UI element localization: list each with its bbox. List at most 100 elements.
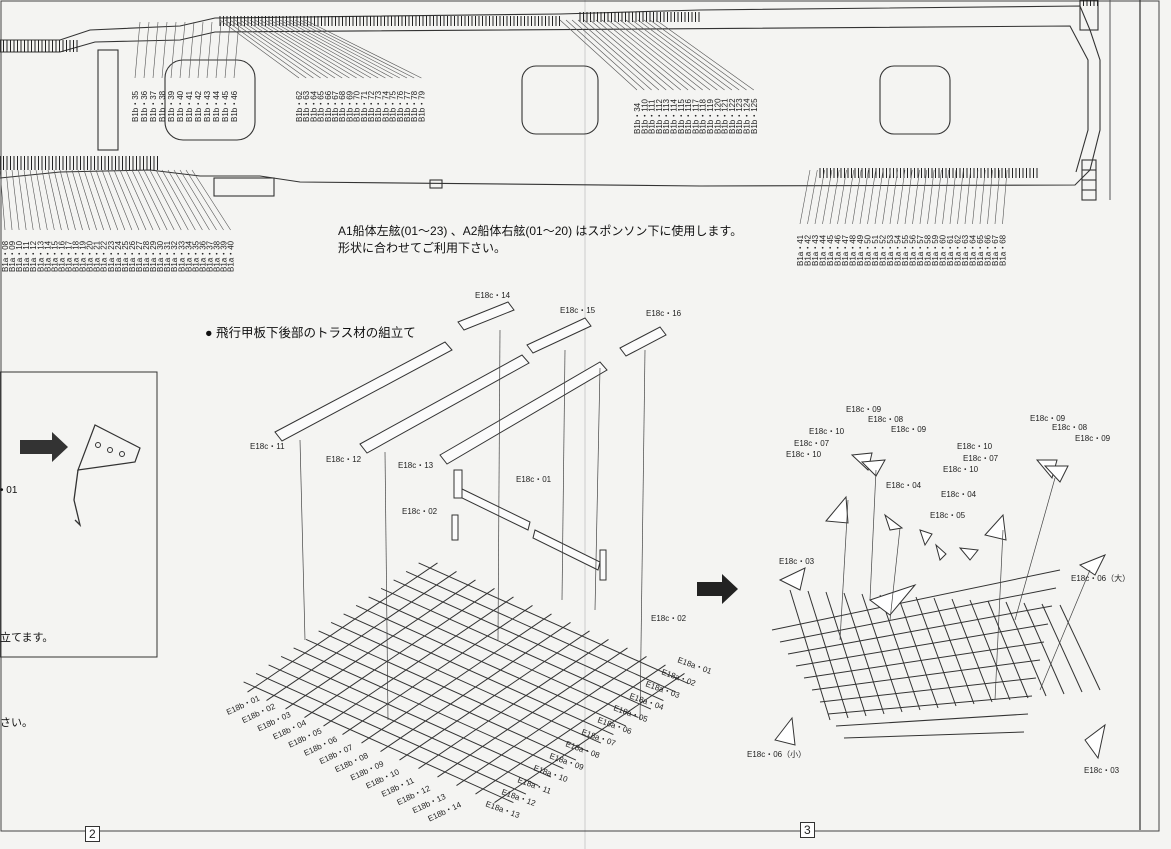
part-label: B1a・26: [128, 240, 137, 272]
part-label: B1b・114: [670, 98, 679, 134]
part-label: B1a・58: [924, 234, 933, 266]
sponson-note-line1: A1船体左舷(01～23) 、A2船体右舷(01～20) はスポンソン下に使用し…: [338, 224, 743, 238]
b1a-label-group-2: B1a・41B1a・42B1a・43B1a・44B1a・45B1a・46B1a・…: [796, 169, 1008, 266]
part-label: B1a・68: [999, 234, 1008, 266]
part-label: E18c・11: [250, 442, 285, 451]
part-label: B1b・68: [338, 90, 347, 122]
part-label: B1a・51: [871, 234, 880, 266]
part-label: E18c・03: [1084, 766, 1120, 775]
part-label: B1a・13: [36, 240, 45, 272]
part-label: B1b・39: [167, 90, 176, 122]
part-label: B1a・39: [220, 240, 229, 272]
part-label: B1a・16: [57, 240, 66, 272]
part-label: B1b・78: [410, 90, 419, 122]
part-label: B1b・116: [684, 98, 693, 134]
part-label: B1b・65: [317, 90, 326, 122]
part-label: B1b・122: [728, 98, 737, 134]
part-label: B1a・55: [901, 234, 910, 266]
b1b-label-group-3: B1b・34B1b・110B1b・111B1b・112B1b・113B1b・11…: [559, 19, 759, 134]
part-label: B1a・11: [22, 241, 31, 272]
arrow-right-icon: [697, 574, 738, 604]
part-label: E18c・07: [963, 454, 999, 463]
part-label: B1a・34: [184, 240, 193, 272]
part-label: B1a・09: [8, 240, 17, 272]
part-label: B1b・79: [417, 90, 426, 122]
inset-detail-box: [0, 371, 158, 658]
part-label: B1a・52: [879, 234, 888, 266]
left-text-fragment-2: さい。: [0, 717, 33, 729]
part-label: B1a・44: [819, 234, 828, 266]
part-label: E18c・09: [1075, 434, 1111, 443]
sponson-note: A1船体左舷(01～23) 、A2船体右舷(01～20) はスポンソン下に使用し…: [338, 223, 742, 257]
part-label: B1b・42: [194, 90, 203, 122]
part-label: B1a・37: [205, 240, 214, 272]
part-label: B1b・71: [360, 90, 369, 122]
part-label: B1b・35: [131, 90, 140, 122]
part-label: E18a・13: [484, 799, 521, 820]
part-label: B1a・61: [946, 234, 955, 266]
part-label: E18c・02: [651, 614, 687, 623]
part-label: B1a・53: [886, 234, 895, 266]
truss-parts-left: [274, 301, 667, 581]
part-label: B1a・20: [86, 240, 95, 272]
part-label: B1a・25: [121, 240, 130, 272]
part-label: E18c・16: [646, 309, 682, 318]
leader-lines-left: [299, 329, 646, 721]
part-label: B1a・42: [804, 234, 813, 266]
part-label: E18c・10: [943, 465, 979, 474]
part-label: B1a・47: [841, 234, 850, 266]
part-label: E18c・07: [794, 439, 830, 448]
part-label: B1a・18: [72, 240, 81, 272]
part-label: B1a・49: [856, 234, 865, 266]
part-label: E18c・04: [886, 481, 922, 490]
part-label: B1a・66: [984, 234, 993, 266]
b1b-label-group-2: B1b・62B1b・63B1b・64B1b・65B1b・66B1b・67B1b・…: [219, 19, 426, 122]
part-label: B1b・73: [374, 90, 383, 122]
part-label: E18c・15: [560, 306, 596, 315]
truss-grid-right: [771, 569, 1101, 739]
part-label: B1b・41: [185, 90, 194, 122]
part-label: B1b・44: [212, 90, 221, 122]
part-label: B1a・21: [93, 240, 102, 272]
part-label: B1a・35: [191, 240, 200, 272]
b1a-label-group-1: B1a・08B1a・09B1a・10B1a・11B1a・12B1a・13B1a・…: [0, 169, 236, 272]
part-label: B1b・70: [353, 90, 362, 122]
part-label: B1b・125: [750, 98, 759, 134]
part-label: B1b・37: [149, 90, 158, 122]
part-label: B1a・14: [43, 240, 52, 272]
page-number-right: 3: [800, 822, 815, 838]
part-label: B1a・56: [909, 234, 918, 266]
part-label: B1a・29: [149, 240, 158, 272]
part-label: E18c・06（大）: [1071, 573, 1130, 583]
part-label: B1b・69: [345, 90, 354, 122]
part-label: B1a・54: [894, 234, 903, 266]
part-label: B1b・113: [662, 98, 671, 134]
part-label: B1b・118: [699, 98, 708, 134]
part-label: B1a・32: [170, 240, 179, 272]
part-label: B1a・40: [227, 240, 236, 272]
part-label: E18c・08: [1052, 423, 1088, 432]
part-label: B1b・119: [706, 98, 715, 134]
part-label: B1a・45: [826, 234, 835, 266]
truss-gussets-right: [774, 452, 1107, 760]
part-label: B1b・76: [396, 90, 405, 122]
part-label: B1a・15: [50, 240, 59, 272]
leader-lines-right: [839, 469, 1091, 701]
left-text-fragment-1: 立てます。: [0, 632, 54, 644]
part-label: B1b・36: [140, 90, 149, 122]
part-label: B1b・64: [309, 90, 318, 122]
part-label: B1a・36: [198, 240, 207, 272]
part-label: E18c・12: [326, 455, 362, 464]
part-label: B1a・38: [213, 240, 222, 272]
part-label: B1a・59: [931, 234, 940, 266]
page-frame: [0, 0, 1160, 832]
part-label: B1a・33: [177, 240, 186, 272]
part-label: B1b・43: [203, 90, 212, 122]
part-label: B1b・75: [389, 90, 398, 122]
part-label: B1a・57: [916, 234, 925, 266]
part-label: B1b・124: [743, 98, 752, 134]
